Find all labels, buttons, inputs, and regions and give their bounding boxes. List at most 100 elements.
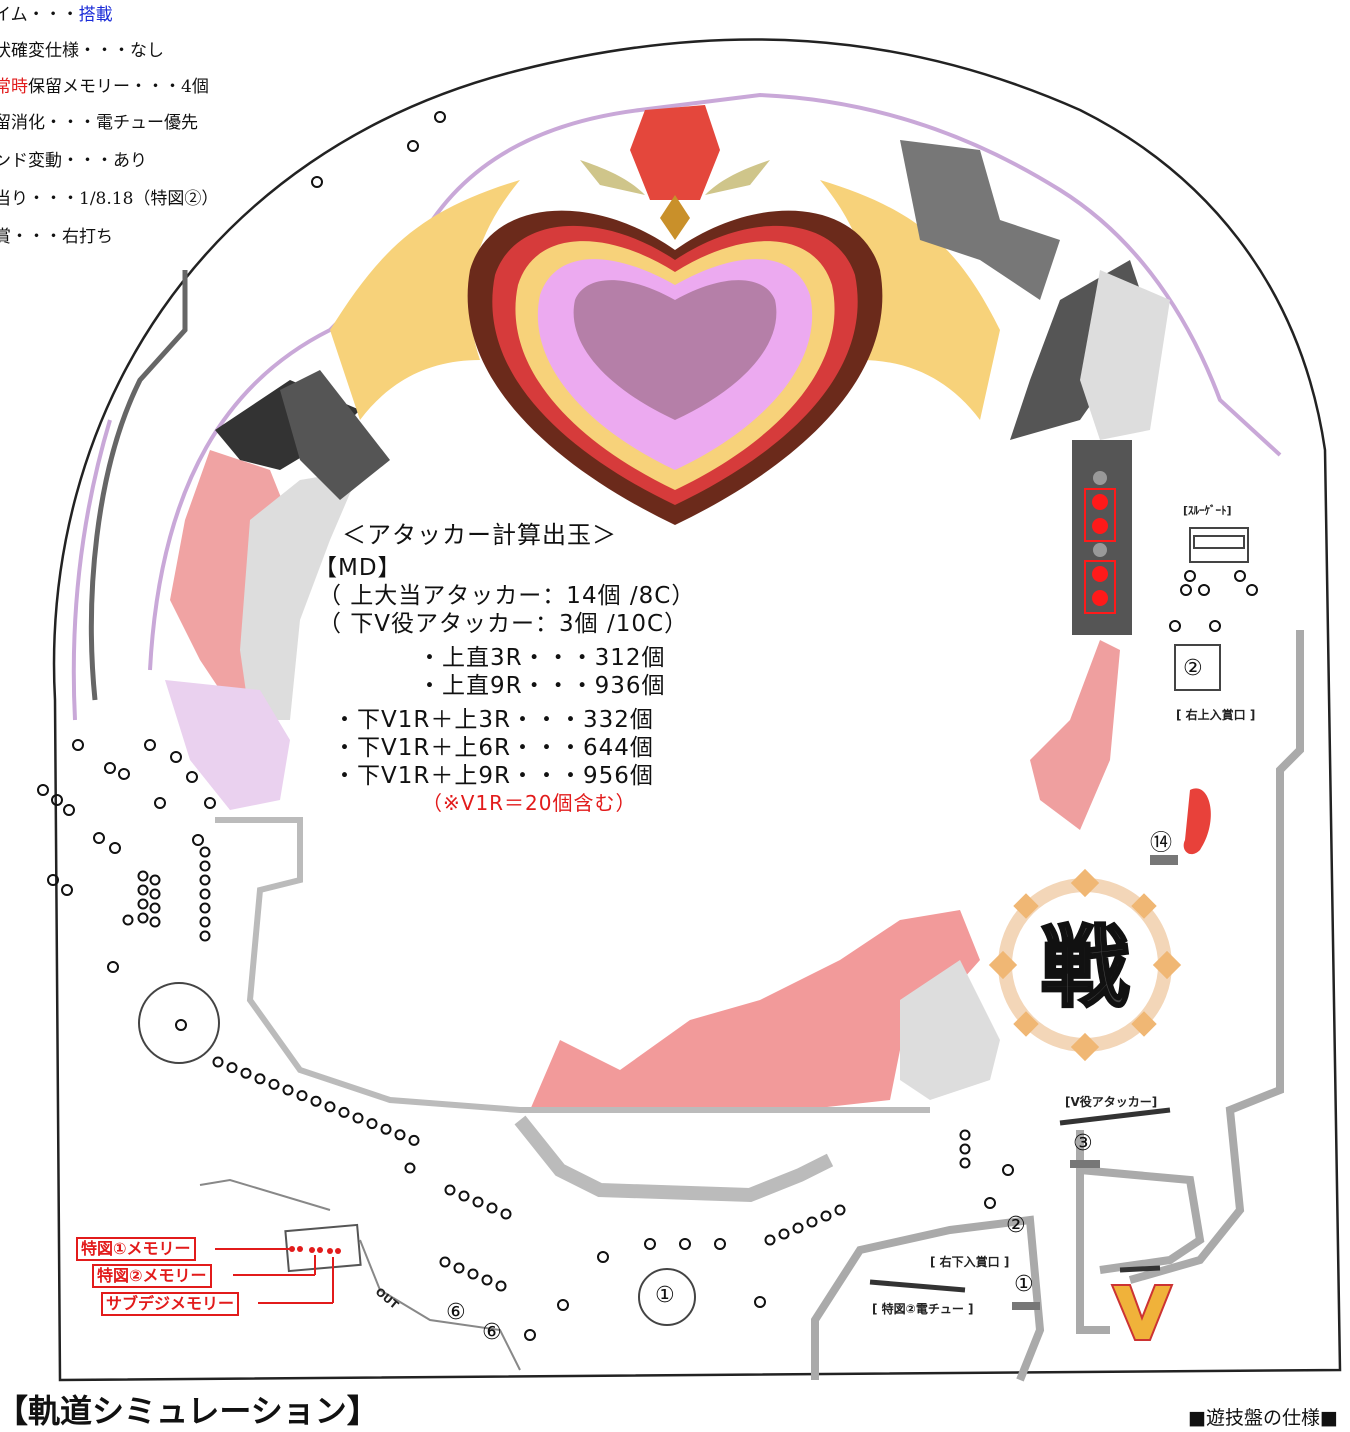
spec-line-6: 当り・・・1/8.18（特図②） — [0, 189, 219, 209]
left-bottom-lane — [199, 1178, 331, 1211]
lamp-red — [1092, 518, 1108, 534]
grey-spikes-right — [900, 140, 1060, 300]
pocket-number: ① — [1014, 1272, 1034, 1297]
nail — [481, 1274, 493, 1286]
nail — [404, 1162, 416, 1174]
nail — [500, 1208, 512, 1220]
nail — [199, 902, 211, 914]
nail-rows — [122, 846, 971, 1292]
bottom-rock-pink — [530, 910, 980, 1110]
memory-label: 特図②メモリー — [92, 1264, 212, 1288]
nail — [439, 1256, 451, 1268]
nail — [199, 860, 211, 872]
nail — [122, 914, 134, 926]
lamp-red — [1092, 494, 1108, 510]
heart-inner — [573, 280, 777, 420]
nail — [806, 1216, 818, 1228]
spec-line-1: イム・・・搭載 — [0, 5, 113, 25]
nail — [254, 1073, 266, 1085]
nail — [495, 1280, 507, 1292]
right-lane — [1128, 630, 1304, 1284]
calc-lower-attacker: （ 下V役アタッカー：3個 /10C） — [318, 611, 689, 637]
nail — [338, 1106, 350, 1118]
calc-row: ・下V1R＋上6R・・・644個 — [333, 735, 654, 761]
pocket-number: ⑥ — [446, 1300, 466, 1325]
left-rock-dark2 — [280, 370, 390, 500]
label-tokuzu2-chucker: [ 特図②電チュー ] — [872, 1302, 974, 1316]
page-title: 【軌道シミュレーション】 — [0, 1392, 379, 1430]
nails — [37, 111, 1258, 1341]
nail — [137, 898, 149, 910]
nail — [453, 1262, 465, 1274]
nail — [792, 1222, 804, 1234]
left-grey-rail — [88, 270, 188, 701]
nail — [149, 874, 161, 886]
pocket-number: ② — [1006, 1213, 1026, 1238]
nail — [764, 1234, 776, 1246]
pocket-number: ① — [655, 1283, 675, 1308]
spec-line-4: 留消化・・・電チュー優先 — [0, 113, 198, 133]
pocket-number: ② — [1183, 656, 1203, 681]
nail — [959, 1157, 971, 1169]
nail — [444, 1184, 456, 1196]
calc-heading: ＜アタッカー計算出玉＞ — [342, 521, 617, 549]
horn-right — [705, 160, 770, 195]
spec-line-5: ンド変動・・・あり — [0, 151, 147, 171]
right-pinball-flipper — [1183, 788, 1211, 855]
memory-label: 特図①メモリー — [76, 1237, 196, 1261]
nail — [199, 930, 211, 942]
v-attacker-lane — [1076, 1130, 1110, 1334]
label-upper-right-prize: [ 右上入賞口 ] — [1176, 708, 1256, 722]
calc-row: ・上直9R・・・936個 — [418, 673, 666, 699]
battle-emblem-char: 戦 — [1041, 916, 1129, 1019]
calc-note: （※V1R＝20個含む） — [422, 791, 637, 815]
v-logo — [1110, 1284, 1174, 1341]
pocket-number: ③ — [1073, 1131, 1093, 1156]
spec-line-2: 状確変仕様・・・なし — [0, 41, 164, 61]
nail — [296, 1090, 308, 1102]
footer-caption: ■遊技盤の仕様■ — [1188, 1407, 1338, 1429]
v-attacker-channel — [1079, 1166, 1205, 1274]
calc-row: ・下V1R＋上9R・・・956個 — [333, 763, 654, 789]
nail — [226, 1062, 238, 1074]
calc-upper-attacker: （ 上大当アタッカー：14個 /8C） — [318, 583, 696, 609]
nail — [199, 846, 211, 858]
pocket-number: ⑥ — [482, 1320, 502, 1345]
nail — [834, 1204, 846, 1216]
tokuzu2-chucker-bar — [869, 1279, 966, 1293]
nail — [778, 1228, 790, 1240]
crown-top — [630, 105, 720, 200]
start-pocket — [638, 1268, 696, 1326]
nail — [458, 1190, 470, 1202]
right-lamp-column — [1072, 440, 1132, 635]
nail — [149, 888, 161, 900]
stage-floor — [514, 1115, 834, 1203]
left-rock-lavender — [165, 680, 290, 810]
lamp-red — [1092, 566, 1108, 582]
nail — [199, 916, 211, 928]
crown-gem — [660, 195, 690, 240]
horn-left — [580, 160, 645, 195]
nail — [467, 1268, 479, 1280]
right-rock-pink — [1030, 640, 1120, 830]
memory-leds — [289, 1246, 341, 1254]
upper-right-prize-slot — [1174, 644, 1221, 691]
through-gate — [1189, 527, 1249, 563]
nail — [394, 1129, 406, 1141]
nail — [324, 1101, 336, 1113]
lamp-red — [1092, 590, 1108, 606]
flame-crest-left — [330, 180, 520, 420]
nail — [212, 1056, 224, 1068]
nail — [959, 1129, 971, 1141]
label-through-gate: [ｽﾙｰｹﾞｰﾄ] — [1183, 504, 1232, 517]
nail — [137, 884, 149, 896]
label-lower-right-prize: [ 右下入賞口 ] — [930, 1255, 1010, 1269]
nail — [380, 1123, 392, 1135]
right-rock-light — [1080, 270, 1170, 440]
center-stage — [215, 817, 930, 1113]
label-v-attacker: [V役アタッカー] — [1065, 1095, 1158, 1109]
nail — [408, 1134, 420, 1146]
nail — [352, 1112, 364, 1124]
bottom-rock-grey — [900, 960, 1000, 1100]
